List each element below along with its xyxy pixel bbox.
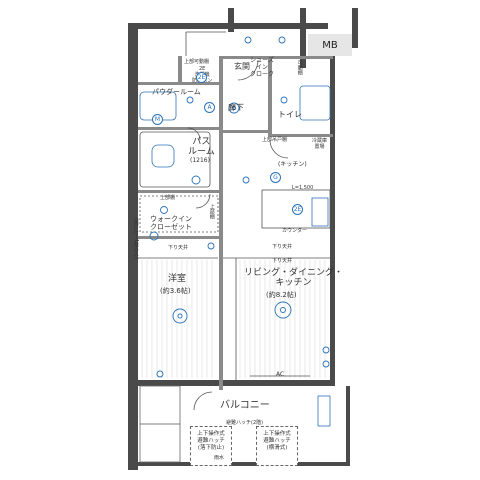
corridor-label: 廊下 (228, 103, 244, 112)
fixture-lines (138, 31, 331, 463)
evac-hatch-top-label: 避難ハッチ(2階) (226, 420, 264, 426)
side-note-label: (雨戸付→1階のみ) (132, 218, 139, 260)
shelf-note-label: 可動棚 (296, 60, 303, 75)
lowered-ceiling-label-3: 下り天井 (272, 258, 293, 264)
upper-shelf-label-1: 上部棚 (160, 195, 176, 201)
flooring-pattern (141, 260, 326, 378)
bath-label: バス ルーム (188, 137, 215, 158)
badge-2e-kitchen: 2E (292, 204, 303, 215)
badge-g: G (270, 172, 281, 183)
walls (128, 8, 358, 470)
lowered-ceiling-label-2: 下り天井 (272, 244, 293, 250)
balcony-label: バルコニー (220, 400, 270, 411)
kitchen-label: (キッチン) (278, 161, 307, 168)
lowered-ceiling-label-1: 下り天井 (168, 245, 189, 251)
mb-label: MB (308, 34, 352, 56)
upper-shelf-label-2: 上部棚 (208, 204, 215, 219)
ceiling-height-label: L=1,500 (292, 185, 314, 191)
toilet-label: トイレ (278, 110, 302, 119)
evac-hatch-left: 上下操作式 避難ハッチ (落下防止) (190, 426, 232, 466)
badge-m: M (152, 114, 163, 125)
ac-label: AC (276, 371, 285, 378)
badge-a: A (204, 102, 215, 113)
western-room-size-label: (約3.6帖) (160, 287, 191, 295)
walk-in-closet-label: ウォークイン クローゼット (150, 215, 192, 232)
entrance-label: 玄関 (234, 62, 250, 71)
bath-size-label: (1216) (190, 157, 210, 164)
upper-storage-label: 上部可動棚 (184, 59, 210, 65)
western-room-label: 洋室 (168, 274, 187, 284)
counter-label: カウンター (282, 228, 308, 234)
refrigerator-label: 冷蔵庫 置場 (312, 138, 328, 150)
evac-hatch-right: 上下操作式 避難ハッチ (横滑式) (256, 426, 298, 466)
shoes-closet-label: シューズ イン クローク (250, 57, 275, 78)
ldk-size-label: (約8.2帖) (266, 291, 297, 299)
ldk-label: リビング・ダイニング・ キッチン (244, 268, 344, 289)
upper-cupboard-label: 上部吊戸棚 (262, 137, 288, 143)
interior-walls (138, 56, 333, 390)
drain-label: 雨水 (214, 455, 225, 461)
powder-room-label: パウダールーム (152, 88, 201, 96)
badge-2e-washer: 2E (196, 72, 207, 83)
